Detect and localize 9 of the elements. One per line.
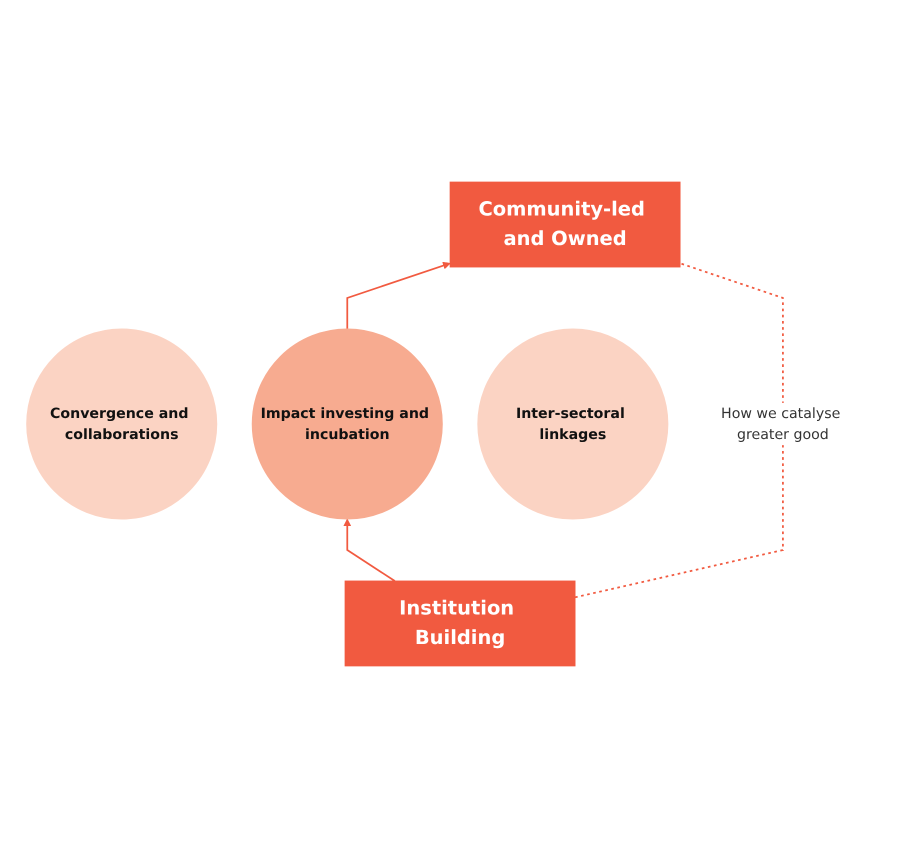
edge-label: How we catalyse greater good — [720, 404, 840, 442]
node-circle: Convergence and collaborations — [26, 328, 217, 520]
connector — [574, 262, 784, 598]
arrow — [342, 518, 395, 582]
node-circle: Inter-sectoral linkages — [476, 328, 668, 520]
arrow — [346, 261, 450, 328]
node-circle: Impact investing and incubation — [251, 328, 442, 520]
node-box: Institution Building — [344, 580, 575, 666]
node-box: Community-led and Owned — [449, 181, 680, 267]
